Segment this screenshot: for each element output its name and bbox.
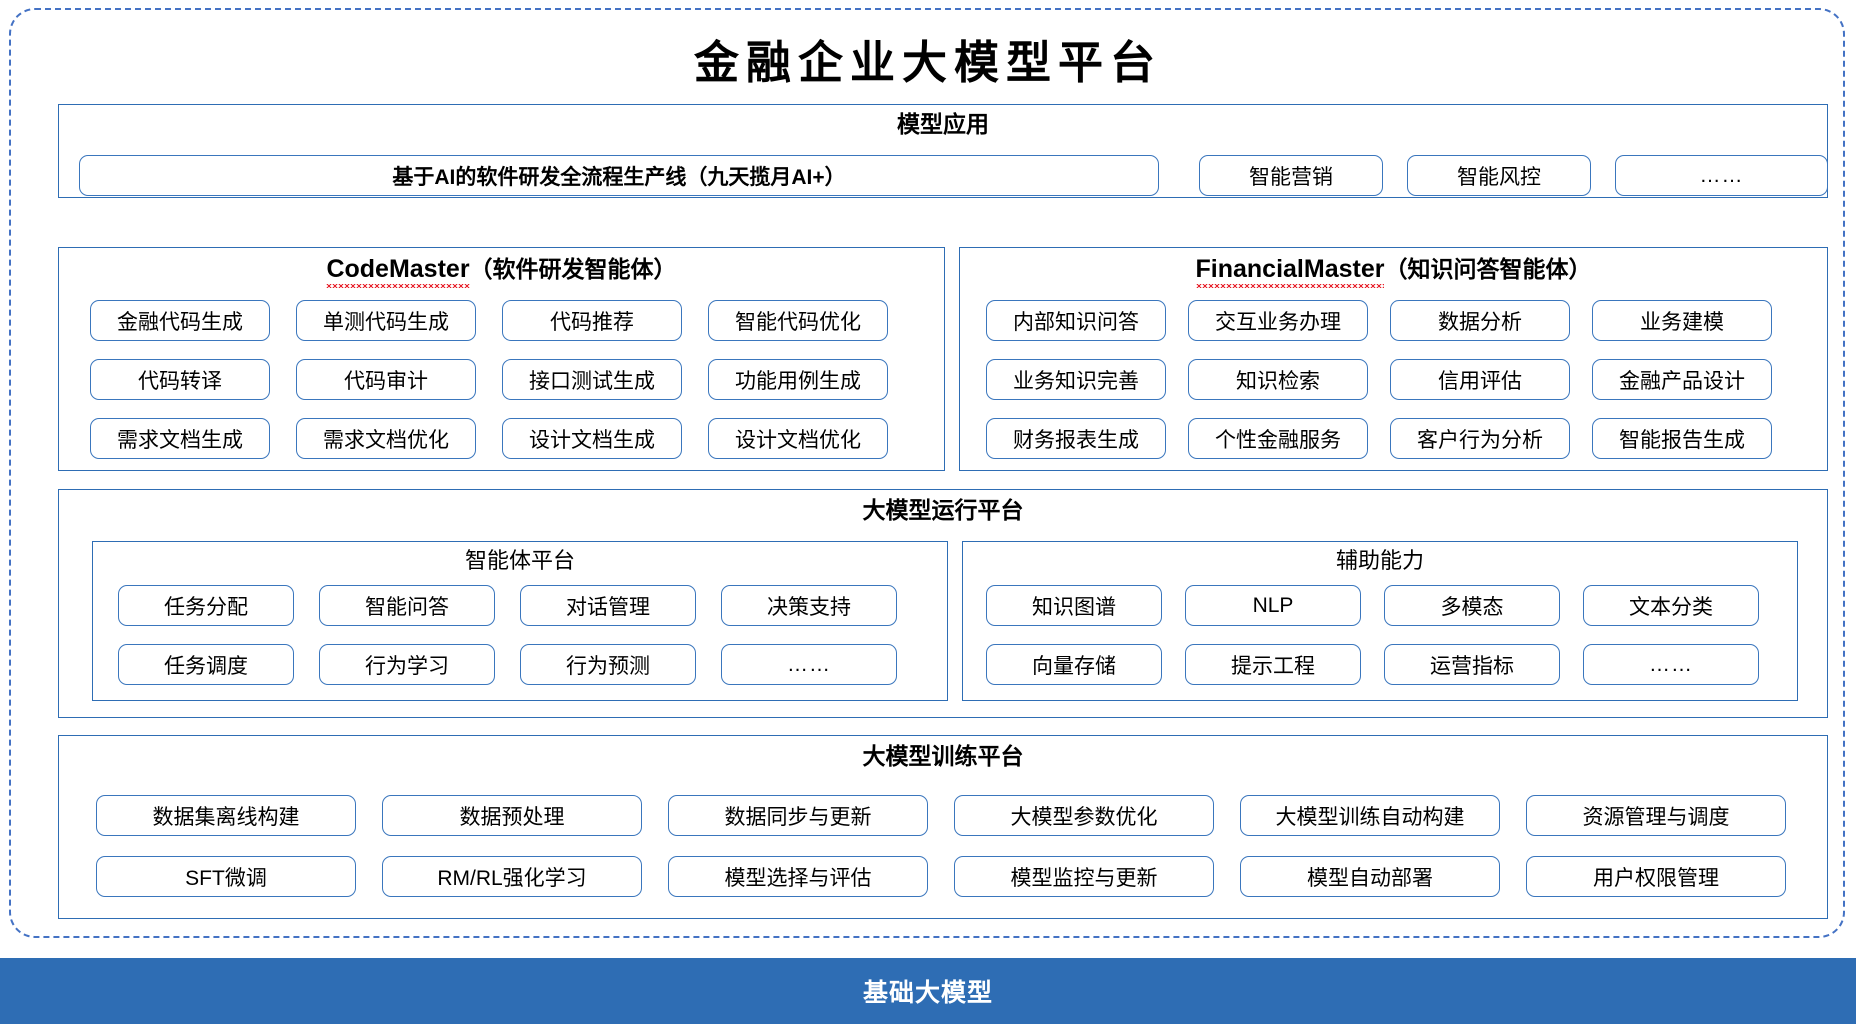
pill-sc-5[interactable]: 提示工程	[1185, 644, 1361, 685]
pill-cm-3[interactable]: 智能代码优化	[708, 300, 888, 341]
pill-fm-7[interactable]: 金融产品设计	[1592, 359, 1772, 400]
pill-fm-0[interactable]: 内部知识问答	[986, 300, 1166, 341]
pill-tp-6[interactable]: SFT微调	[96, 856, 356, 897]
pill-ai-rnd-pipeline[interactable]: 基于AI的软件研发全流程生产线（九天揽月AI+）	[79, 155, 1159, 196]
pill-fm-2[interactable]: 数据分析	[1390, 300, 1570, 341]
pill-ap-2[interactable]: 对话管理	[520, 585, 696, 626]
pill-tp-2[interactable]: 数据同步与更新	[668, 795, 928, 836]
pill-sc-0[interactable]: 知识图谱	[986, 585, 1162, 626]
pill-tp-3[interactable]: 大模型参数优化	[954, 795, 1214, 836]
section-title-code-master: CodeMaster（软件研发智能体）	[59, 257, 944, 282]
pill-cm-4[interactable]: 代码转译	[90, 359, 270, 400]
pill-ap-1[interactable]: 智能问答	[319, 585, 495, 626]
pill-fm-3[interactable]: 业务建模	[1592, 300, 1772, 341]
pill-ap-3[interactable]: 决策支持	[721, 585, 897, 626]
pill-tp-10[interactable]: 模型自动部署	[1240, 856, 1500, 897]
pill-fm-1[interactable]: 交互业务办理	[1188, 300, 1368, 341]
pill-sc-6[interactable]: 运营指标	[1384, 644, 1560, 685]
pill-fm-11[interactable]: 智能报告生成	[1592, 418, 1772, 459]
pill-sc-7[interactable]: ……	[1583, 644, 1759, 685]
pill-intelligent-risk-control[interactable]: 智能风控	[1407, 155, 1591, 196]
pill-ap-7[interactable]: ……	[721, 644, 897, 685]
pill-cm-11[interactable]: 设计文档优化	[708, 418, 888, 459]
base-model-label: 基础大模型	[862, 979, 993, 1007]
pill-tp-11[interactable]: 用户权限管理	[1526, 856, 1786, 897]
pill-sc-2[interactable]: 多模态	[1384, 585, 1560, 626]
pill-sc-1[interactable]: NLP	[1185, 585, 1361, 626]
section-title-runtime-platform: 大模型运行平台	[862, 497, 1024, 523]
pill-fm-6[interactable]: 信用评估	[1390, 359, 1570, 400]
pill-ap-6[interactable]: 行为预测	[520, 644, 696, 685]
subsection-title-support-capability: 辅助能力	[1335, 548, 1424, 573]
pill-tp-5[interactable]: 资源管理与调度	[1526, 795, 1786, 836]
pill-cm-1[interactable]: 单测代码生成	[296, 300, 476, 341]
subsection-title-agent-platform: 智能体平台	[464, 548, 575, 573]
pill-ap-5[interactable]: 行为学习	[319, 644, 495, 685]
pill-cm-5[interactable]: 代码审计	[296, 359, 476, 400]
pill-cm-8[interactable]: 需求文档生成	[90, 418, 270, 459]
pill-tp-7[interactable]: RM/RL强化学习	[382, 856, 642, 897]
pill-intelligent-marketing[interactable]: 智能营销	[1199, 155, 1383, 196]
pill-model-application-more[interactable]: ……	[1615, 155, 1828, 196]
pill-tp-9[interactable]: 模型监控与更新	[954, 856, 1214, 897]
pill-fm-9[interactable]: 个性金融服务	[1188, 418, 1368, 459]
pill-fm-10[interactable]: 客户行为分析	[1390, 418, 1570, 459]
section-title-training-platform: 大模型训练平台	[862, 743, 1024, 769]
pill-tp-1[interactable]: 数据预处理	[382, 795, 642, 836]
pill-ap-4[interactable]: 任务调度	[118, 644, 294, 685]
pill-fm-5[interactable]: 知识检索	[1188, 359, 1368, 400]
section-title-financial-master: FinancialMaster（知识问答智能体）	[960, 257, 1827, 282]
pill-cm-0[interactable]: 金融代码生成	[90, 300, 270, 341]
pill-cm-9[interactable]: 需求文档优化	[296, 418, 476, 459]
pill-tp-0[interactable]: 数据集离线构建	[96, 795, 356, 836]
financial-master-cn-label: （知识问答智能体）	[1384, 256, 1592, 282]
base-model-bar: 基础大模型	[0, 958, 1856, 1024]
pill-cm-6[interactable]: 接口测试生成	[502, 359, 682, 400]
code-master-cn-label: （软件研发智能体）	[469, 256, 677, 282]
section-title-model-application: 模型应用	[897, 111, 989, 137]
pill-cm-2[interactable]: 代码推荐	[502, 300, 682, 341]
pill-sc-3[interactable]: 文本分类	[1583, 585, 1759, 626]
pill-cm-7[interactable]: 功能用例生成	[708, 359, 888, 400]
page-title: 金融企业大模型平台	[693, 38, 1162, 88]
pill-sc-4[interactable]: 向量存储	[986, 644, 1162, 685]
pill-fm-4[interactable]: 业务知识完善	[986, 359, 1166, 400]
pill-tp-4[interactable]: 大模型训练自动构建	[1240, 795, 1500, 836]
pill-ap-0[interactable]: 任务分配	[118, 585, 294, 626]
diagram-outer-frame	[9, 8, 1845, 938]
financial-master-latin-label: FinancialMaster	[1195, 255, 1385, 283]
pill-cm-10[interactable]: 设计文档生成	[502, 418, 682, 459]
pill-fm-8[interactable]: 财务报表生成	[986, 418, 1166, 459]
code-master-latin-label: CodeMaster	[326, 255, 470, 283]
pill-tp-8[interactable]: 模型选择与评估	[668, 856, 928, 897]
